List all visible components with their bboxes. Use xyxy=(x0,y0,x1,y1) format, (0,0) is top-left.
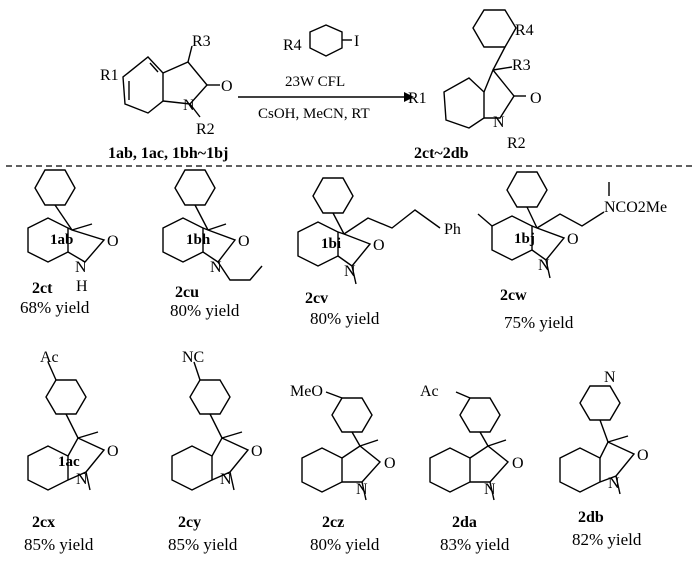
reagent-r4-label: R4 xyxy=(283,37,302,54)
reaction-arrow: 23W CFL CsOH, MeCN, RT xyxy=(238,74,414,122)
compound-2cw: 1bj O N NCO2Me 2cw 75% yield xyxy=(477,171,667,332)
o-2da: O xyxy=(512,455,524,472)
subst-2cx: Ac xyxy=(40,349,59,366)
yield-2db: 82% yield xyxy=(572,530,642,549)
n-2db: N xyxy=(608,475,620,492)
id-2cy: 2cy xyxy=(178,514,201,531)
sm-id-2ct: 1ab xyxy=(50,232,73,248)
o-2cu: O xyxy=(238,233,250,250)
prod-r3-label: R3 xyxy=(512,57,531,74)
id-2ct: 2ct xyxy=(32,280,53,297)
n-2cw: N xyxy=(538,257,550,274)
prod-ids: 2ct~2db xyxy=(414,145,469,162)
sm-r1-label: R1 xyxy=(100,67,119,84)
compound-2cv: 1bi O N Ph 2cv 80% yield xyxy=(297,177,461,328)
n-2cz: N xyxy=(356,481,368,498)
yield-2cw: 75% yield xyxy=(504,313,574,332)
product-general: R4 R3 O N R1 R2 2ct~2db xyxy=(408,9,542,162)
n-2da: N xyxy=(484,481,496,498)
prod-r2-label: R2 xyxy=(507,135,526,152)
n-2cx: N xyxy=(76,471,88,488)
ph-2cv: Ph xyxy=(444,221,461,238)
compound-2cx: 1ac O N Ac 2cx 85% yield xyxy=(24,349,119,554)
compound-2db: O N N 2db 82% yield xyxy=(559,369,649,549)
pyridine-n-2db: N xyxy=(604,369,616,386)
yield-2cx: 85% yield xyxy=(24,535,94,554)
n-2ct: N xyxy=(75,259,87,276)
id-2db: 2db xyxy=(578,509,604,526)
sm-ids: 1ab, 1ac, 1bh~1bj xyxy=(108,145,228,162)
reagent-iodine-label: I xyxy=(354,33,359,50)
compound-2ct: 1ab O N H 2ct 68% yield xyxy=(20,169,119,317)
condition-bottom: CsOH, MeCN, RT xyxy=(258,106,370,122)
sm-id-2cu: 1bh xyxy=(186,232,211,248)
sm-id-2cw: 1bj xyxy=(514,231,535,247)
n-2cy: N xyxy=(220,471,232,488)
n-2cu: N xyxy=(210,259,222,276)
prod-r4-label: R4 xyxy=(515,22,534,39)
yield-2ct: 68% yield xyxy=(20,298,90,317)
prod-r1-label: R1 xyxy=(408,90,427,107)
n-2cv: N xyxy=(344,263,356,280)
yield-2cy: 85% yield xyxy=(168,535,238,554)
h-2ct: H xyxy=(76,278,88,295)
o-2db: O xyxy=(637,447,649,464)
sm-r2-label: R2 xyxy=(196,121,215,138)
yield-2cz: 80% yield xyxy=(310,535,380,554)
id-2cw: 2cw xyxy=(500,287,527,304)
o-2ct: O xyxy=(107,233,119,250)
sm-o-label: O xyxy=(221,78,233,95)
aryl-iodide-reagent: R4 I xyxy=(283,24,359,57)
compound-2cy: O N NC 2cy 85% yield xyxy=(168,349,263,554)
sm-id-2cv: 1bi xyxy=(321,236,341,252)
id-2da: 2da xyxy=(452,514,477,531)
o-2cz: O xyxy=(384,455,396,472)
id-2cv: 2cv xyxy=(305,290,328,307)
subst-2cy: NC xyxy=(182,349,204,366)
o-2cy: O xyxy=(251,443,263,460)
yield-2cv: 80% yield xyxy=(310,309,380,328)
subst-2cz: MeO xyxy=(290,383,323,400)
starting-material: R3 O N R1 R2 1ab, 1ac, 1bh~1bj xyxy=(100,33,233,162)
sm-n-label: N xyxy=(183,97,195,114)
prod-o-label: O xyxy=(530,90,542,107)
sm-r3-label: R3 xyxy=(192,33,211,50)
compound-2da: O N Ac 2da 83% yield xyxy=(420,383,524,554)
o-2cx: O xyxy=(107,443,119,460)
condition-top: 23W CFL xyxy=(285,74,345,90)
compound-2cu: 1bh O N 2cu 80% yield xyxy=(162,169,263,320)
o-2cv: O xyxy=(373,237,385,254)
yield-2da: 83% yield xyxy=(440,535,510,554)
id-2cx: 2cx xyxy=(32,514,55,531)
compound-2cz: O N MeO 2cz 80% yield xyxy=(290,383,396,554)
prod-n-label: N xyxy=(493,114,505,131)
o-2cw: O xyxy=(567,231,579,248)
id-2cu: 2cu xyxy=(175,284,199,301)
id-2cz: 2cz xyxy=(322,514,344,531)
subst-2da: Ac xyxy=(420,383,439,400)
yield-2cu: 80% yield xyxy=(170,301,240,320)
subst-2cw: NCO2Me xyxy=(604,199,667,216)
sm-id-2cx: 1ac xyxy=(58,454,80,470)
